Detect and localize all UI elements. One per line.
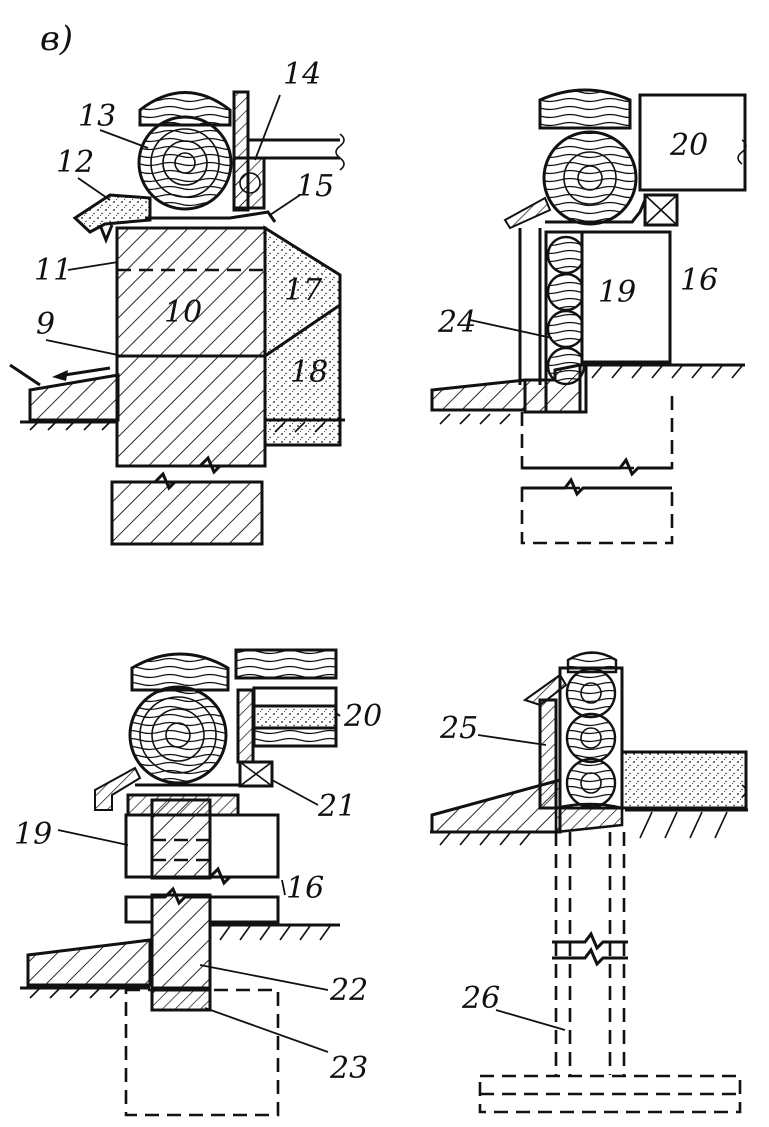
- label-19-top: 19: [598, 275, 636, 310]
- label-10: 10: [164, 295, 202, 330]
- label-19-bottom: 19: [14, 817, 52, 852]
- panel-3-pillar-plinth: [20, 648, 340, 1117]
- label-16-top: 16: [680, 263, 718, 298]
- label-11: 11: [34, 253, 72, 288]
- label-23: 23: [329, 1051, 368, 1086]
- label-12: 12: [56, 145, 94, 180]
- label-22: 22: [329, 973, 368, 1008]
- label-16-bottom: 16: [286, 871, 324, 906]
- label-13: 13: [78, 99, 116, 134]
- label-17: 17: [284, 273, 323, 308]
- figure-tag: в): [40, 19, 73, 59]
- label-24: 24: [437, 305, 476, 340]
- label-20-bottom: 20: [343, 699, 382, 734]
- panel-4-pile-foundation: [430, 651, 748, 1114]
- label-25: 25: [439, 711, 478, 746]
- panel-1-stone-plinth: [9, 90, 345, 546]
- label-14: 14: [283, 57, 321, 92]
- label-18: 18: [290, 355, 328, 390]
- label-20-top: 20: [669, 128, 708, 163]
- label-26: 26: [461, 981, 500, 1016]
- panel-2-log-plinth: [430, 88, 747, 545]
- label-9: 9: [36, 307, 55, 342]
- label-15: 15: [296, 169, 334, 204]
- label-21: 21: [317, 789, 356, 824]
